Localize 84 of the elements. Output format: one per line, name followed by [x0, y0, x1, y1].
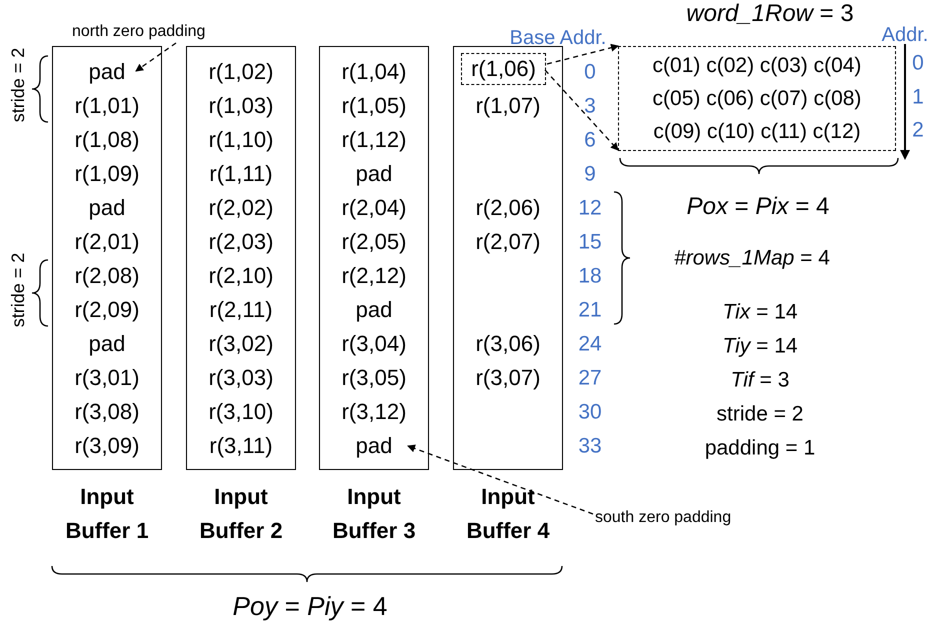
- address-label: 6: [584, 130, 596, 150]
- parameter-label: padding = 1: [704, 438, 816, 458]
- buffer-row-text: pad: [354, 296, 394, 324]
- buffer-row-text: r(3,08): [74, 398, 140, 426]
- buffer-row-text: r(1,10): [208, 126, 274, 154]
- parameter-label: Tif = 3: [730, 370, 790, 390]
- buffer-row-text: r(2,04): [340, 194, 408, 222]
- buffer-row-text: r(1,04): [340, 58, 408, 86]
- parameter-label: word_1Row = 3: [686, 2, 854, 26]
- buffer-row-text: r(1,03): [208, 92, 274, 120]
- address-label: 2: [912, 120, 924, 140]
- address-label: 27: [578, 368, 602, 388]
- buffer-row-text: r(3,07): [474, 364, 542, 392]
- buffer-title: Input Buffer 4: [465, 483, 551, 545]
- address-label: 18: [578, 266, 602, 286]
- buffer-row-text: r(2,09): [74, 296, 140, 324]
- highlighted-row-box: r(1,06): [461, 53, 546, 85]
- arrow: [407, 444, 594, 515]
- arrow: [544, 70, 619, 151]
- buffer-row-text: r(1,07): [474, 92, 542, 120]
- buffer-row-text: r(3,11): [208, 432, 274, 460]
- buffer-row-text: r(3,05): [340, 364, 408, 392]
- stride-annotation: stride = 2: [9, 252, 27, 328]
- buffer-row-text: r(3,06): [474, 330, 542, 358]
- address-label: 9: [584, 164, 596, 184]
- buffer-row-text: r(3,04): [340, 330, 408, 358]
- arrow: [135, 42, 176, 72]
- address-label: 24: [578, 334, 602, 354]
- buffer-row-text: r(3,09): [74, 432, 140, 460]
- buffer-row-text: r(2,10): [208, 262, 274, 290]
- buffer-row-text: r(3,02): [208, 330, 274, 358]
- buffer-row-text: r(2,12): [340, 262, 408, 290]
- address-label: Addr.: [882, 25, 928, 45]
- word-row-text: c(09) c(10) c(11) c(12): [652, 119, 862, 145]
- buffer-title: Input Buffer 3: [331, 483, 417, 545]
- buffer-row-text: r(2,02): [208, 194, 274, 222]
- parameter-label: stride = 2: [716, 404, 804, 424]
- buffer-row-text: r(2,11): [208, 296, 274, 324]
- buffer-row-text: pad: [354, 160, 394, 188]
- address-label: Base Addr.: [510, 28, 606, 48]
- buffer-row-text: r(2,05): [340, 228, 408, 256]
- parameter-label: Pox = Pix = 4: [686, 195, 830, 219]
- parameter-label: #rows_1Map = 4: [674, 248, 830, 268]
- stride-annotation: stride = 2: [9, 48, 27, 122]
- buffer-row-text: pad: [88, 330, 126, 358]
- address-label: 12: [578, 198, 602, 218]
- address-label: 21: [578, 300, 602, 320]
- buffer-row-text: pad: [88, 58, 126, 86]
- buffer-row-text: pad: [354, 432, 394, 460]
- buffer-row-text: r(3,12): [340, 398, 408, 426]
- buffer-title: Input Buffer 2: [198, 483, 284, 545]
- buffer-row-text: r(2,08): [74, 262, 140, 290]
- address-label: 30: [578, 402, 602, 422]
- buffer-row-text: pad: [88, 194, 126, 222]
- address-label: 0: [584, 62, 596, 82]
- address-label: 15: [578, 232, 602, 252]
- buffer-row-text: r(2,07): [474, 228, 542, 256]
- annotation-text: north zero padding: [72, 22, 206, 42]
- word-matrix-box: [618, 46, 896, 151]
- address-label: 33: [578, 436, 602, 456]
- buffer-row-text: r(3,03): [208, 364, 274, 392]
- buffer-row-text: r(3,01): [74, 364, 140, 392]
- buffer-row-text: r(2,01): [74, 228, 140, 256]
- parameter-label: Tiy = 14: [722, 336, 798, 356]
- buffer-row-text: r(2,06): [474, 194, 542, 222]
- buffer-row-text: r(1,11): [208, 160, 274, 188]
- buffer-row-text: r(2,03): [208, 228, 274, 256]
- buffer-row-text: r(1,08): [74, 126, 140, 154]
- buffer-row-text: r(1,01): [74, 92, 140, 120]
- buffer-row-text: r(3,10): [208, 398, 274, 426]
- buffer-row-text: r(1,09): [74, 160, 140, 188]
- parameter-label: Poy = Piy = 4: [232, 593, 388, 619]
- word-row-text: c(01) c(02) c(03) c(04): [652, 53, 862, 79]
- parameter-label: Tix = 14: [722, 302, 798, 322]
- buffer-row-text: r(1,05): [340, 92, 408, 120]
- buffer-title: Input Buffer 1: [64, 483, 150, 545]
- address-label: 3: [584, 96, 596, 116]
- word-row-text: c(05) c(06) c(07) c(08): [652, 86, 862, 112]
- annotation-text: south zero padding: [595, 508, 732, 528]
- address-label: 0: [912, 52, 924, 74]
- buffer-row-text: r(1,12): [340, 126, 408, 154]
- address-label: 1: [912, 86, 924, 108]
- arrow: [546, 44, 619, 65]
- buffer-row-text: r(1,02): [208, 58, 274, 86]
